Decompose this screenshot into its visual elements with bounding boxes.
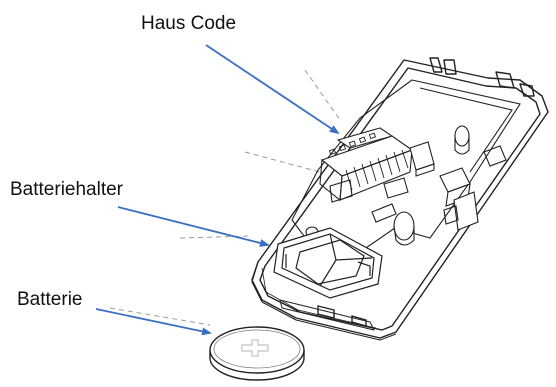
battery-holder (273, 227, 383, 299)
guide-lines (109, 69, 341, 326)
arrow-battery-holder (117, 206, 270, 247)
label-house-code: Haus Code (141, 13, 237, 34)
label-battery-holder: Batteriehalter (10, 179, 124, 200)
coin-battery (209, 326, 305, 381)
label-battery: Batterie (17, 289, 83, 310)
arrow-house-code (205, 44, 340, 135)
plus-sign (241, 339, 269, 357)
components (305, 125, 507, 246)
callout-arrows (95, 44, 340, 336)
circuit-board (291, 79, 521, 253)
arrow-battery (95, 308, 212, 336)
